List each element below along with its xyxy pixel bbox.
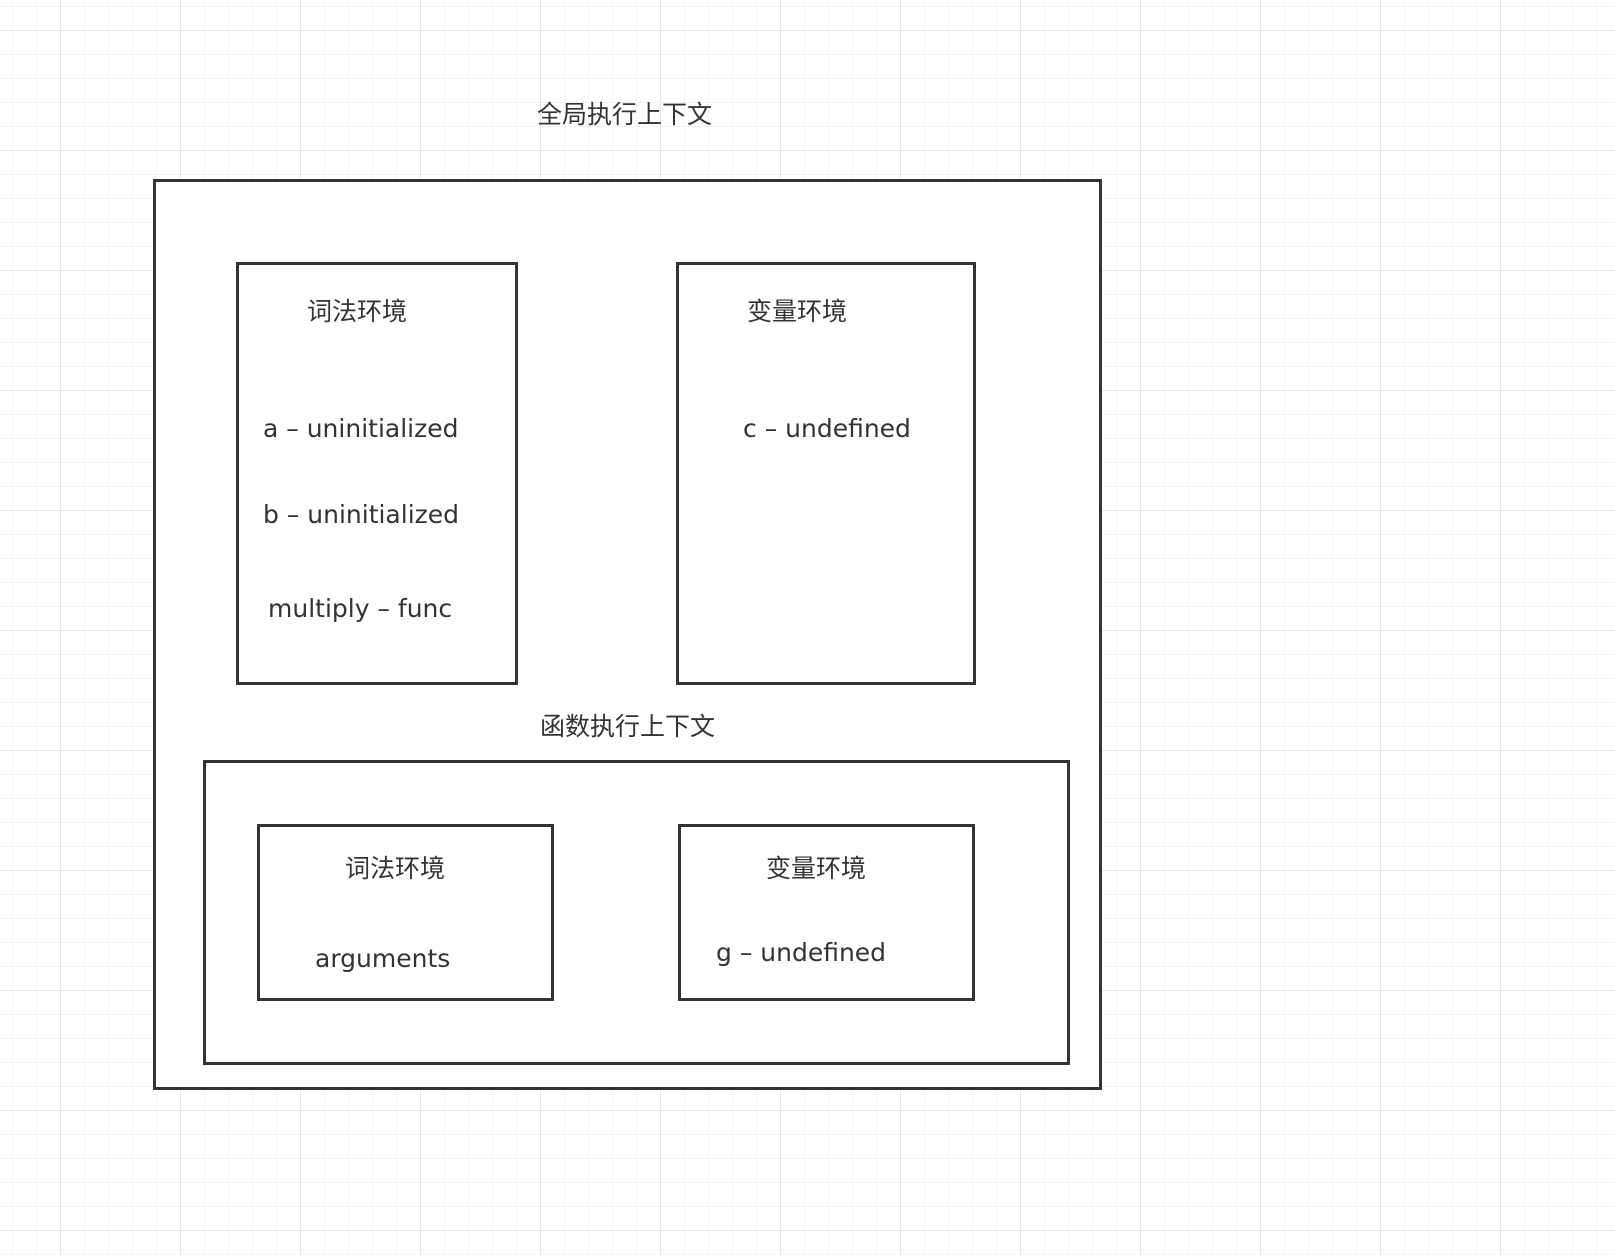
function-variable-env-box: 变量环境 g – undefined — [678, 824, 975, 1001]
global-lexical-item-b: b – uninitialized — [263, 500, 460, 529]
global-lexical-item-a: a – uninitialized — [263, 414, 459, 443]
function-variable-item-g: g – undefined — [716, 938, 887, 967]
global-variable-env-box: 变量环境 c – undefined — [676, 262, 976, 685]
global-context-box: 词法环境 a – uninitialized b – uninitialized… — [153, 179, 1102, 1090]
global-lexical-env-box: 词法环境 a – uninitialized b – uninitialized… — [236, 262, 518, 685]
global-variable-env-title: 变量环境 — [747, 297, 848, 326]
global-lexical-env-title: 词法环境 — [307, 297, 408, 326]
function-lexical-env-box: 词法环境 arguments — [257, 824, 554, 1001]
function-context-box: 词法环境 arguments 变量环境 g – undefined — [203, 760, 1070, 1065]
global-variable-item-c: c – undefined — [743, 414, 911, 443]
function-lexical-env-title: 词法环境 — [345, 854, 446, 883]
function-variable-env-title: 变量环境 — [766, 854, 867, 883]
function-context-title: 函数执行上下文 — [540, 712, 716, 741]
global-context-title: 全局执行上下文 — [537, 100, 713, 129]
global-lexical-item-multiply: multiply – func — [268, 594, 453, 623]
function-lexical-item-arguments: arguments — [315, 944, 451, 973]
